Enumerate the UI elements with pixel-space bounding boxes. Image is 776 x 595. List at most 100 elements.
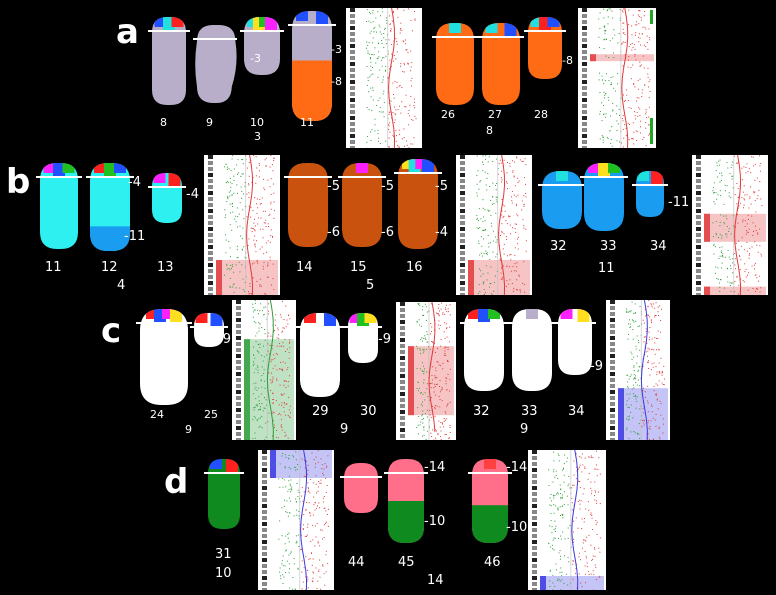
tick-label: -14 xyxy=(424,460,446,475)
panel-letter-c: c xyxy=(101,311,122,351)
group-label: 9 xyxy=(185,423,192,436)
cell-a-27 xyxy=(478,20,524,108)
tick-label: -5 xyxy=(327,179,340,194)
cell-a-10 xyxy=(240,14,284,78)
group-label: 3 xyxy=(254,130,261,143)
cell-number: 46 xyxy=(484,555,501,570)
cell-number: 45 xyxy=(398,555,415,570)
tick-label: -5 xyxy=(381,179,394,194)
panel-letter-b: b xyxy=(6,162,31,202)
tick-label: -9 xyxy=(218,332,231,347)
track-b-2 xyxy=(456,155,532,295)
tick-label: -3 xyxy=(250,52,261,65)
tick-label: -8 xyxy=(562,54,573,67)
cell-c-30 xyxy=(344,310,382,366)
group-label: 4 xyxy=(117,278,126,293)
tick-label: -3 xyxy=(331,43,342,56)
cell-c-24 xyxy=(136,306,192,408)
cell-c-32 xyxy=(460,306,508,394)
tick-label: -4 xyxy=(128,175,141,190)
tick-label: -5 xyxy=(435,179,448,194)
cell-number: 12 xyxy=(101,260,118,275)
cell-b-32 xyxy=(538,168,586,232)
cell-a-8 xyxy=(148,14,190,108)
tick-label: -8 xyxy=(331,75,342,88)
group-label: 9 xyxy=(520,422,529,437)
group-label: 14 xyxy=(427,573,444,588)
cell-number: 16 xyxy=(406,260,423,275)
cell-b-34 xyxy=(632,168,668,220)
cell-d-31 xyxy=(204,456,244,532)
cell-number: 28 xyxy=(534,108,548,121)
cell-number: 30 xyxy=(360,404,377,419)
tick-label: -11 xyxy=(668,195,690,210)
cell-b-12 xyxy=(86,160,134,254)
cell-number: 34 xyxy=(650,239,667,254)
cell-number: 31 xyxy=(215,547,232,562)
track-b-1 xyxy=(204,155,280,295)
cell-b-14 xyxy=(284,160,332,250)
group-label: 10 xyxy=(215,566,232,581)
cell-number: 32 xyxy=(473,404,490,419)
cell-c-29 xyxy=(296,310,344,400)
track-d-1 xyxy=(258,450,334,590)
cell-number: 44 xyxy=(348,555,365,570)
cell-number: 10 xyxy=(250,116,264,129)
group-label: 11 xyxy=(598,261,615,276)
cell-b-13 xyxy=(148,170,186,226)
track-b-3 xyxy=(692,155,768,295)
track-c-2 xyxy=(396,302,456,440)
group-label: 5 xyxy=(366,278,375,293)
cell-number: 11 xyxy=(45,260,62,275)
panel-letter-d: d xyxy=(164,462,189,502)
track-d-2 xyxy=(528,450,606,590)
tick-label: -14 xyxy=(506,460,528,475)
cell-b-11 xyxy=(36,160,82,252)
tick-label: -9 xyxy=(378,332,391,347)
tick-label: -4 xyxy=(435,225,448,240)
track-c-3 xyxy=(606,300,670,440)
cell-number: 34 xyxy=(568,404,585,419)
cell-b-15 xyxy=(338,160,386,250)
cell-number: 15 xyxy=(350,260,367,275)
cell-number: 8 xyxy=(160,116,167,129)
cell-number: 27 xyxy=(488,108,502,121)
cell-number: 13 xyxy=(157,260,174,275)
cell-number: 24 xyxy=(150,408,164,421)
track-a-2 xyxy=(578,8,656,148)
track-a-1 xyxy=(346,8,422,148)
cell-number: 29 xyxy=(312,404,329,419)
cell-a-9 xyxy=(193,22,237,106)
cell-c-25 xyxy=(190,310,228,350)
cell-d-46 xyxy=(468,456,512,546)
tick-label: -10 xyxy=(506,520,528,535)
tick-label: -6 xyxy=(327,225,340,240)
cell-number: 9 xyxy=(206,116,213,129)
cell-number: 11 xyxy=(300,116,314,129)
cell-number: 33 xyxy=(521,404,538,419)
group-label: 9 xyxy=(340,422,349,437)
tick-label: -4 xyxy=(186,187,199,202)
cell-c-34 xyxy=(554,306,596,378)
cell-number: 25 xyxy=(204,408,218,421)
tick-label: -11 xyxy=(124,229,146,244)
cell-a-26 xyxy=(432,20,478,108)
cell-d-44 xyxy=(340,460,382,516)
cell-c-33 xyxy=(508,306,556,394)
tick-label: -9 xyxy=(590,359,603,374)
tick-label: -6 xyxy=(381,225,394,240)
cell-a-11 xyxy=(288,8,336,124)
track-c-1 xyxy=(232,300,296,440)
panel-letter-a: a xyxy=(116,12,139,52)
cell-a-28 xyxy=(524,14,566,82)
cell-number: 14 xyxy=(296,260,313,275)
group-label: 8 xyxy=(486,124,493,137)
cell-b-33 xyxy=(580,160,628,234)
cell-number: 26 xyxy=(441,108,455,121)
cell-number: 33 xyxy=(600,239,617,254)
cell-number: 32 xyxy=(550,239,567,254)
cell-b-16 xyxy=(394,156,442,252)
tick-label: -10 xyxy=(424,514,446,529)
cell-d-45 xyxy=(384,456,428,546)
